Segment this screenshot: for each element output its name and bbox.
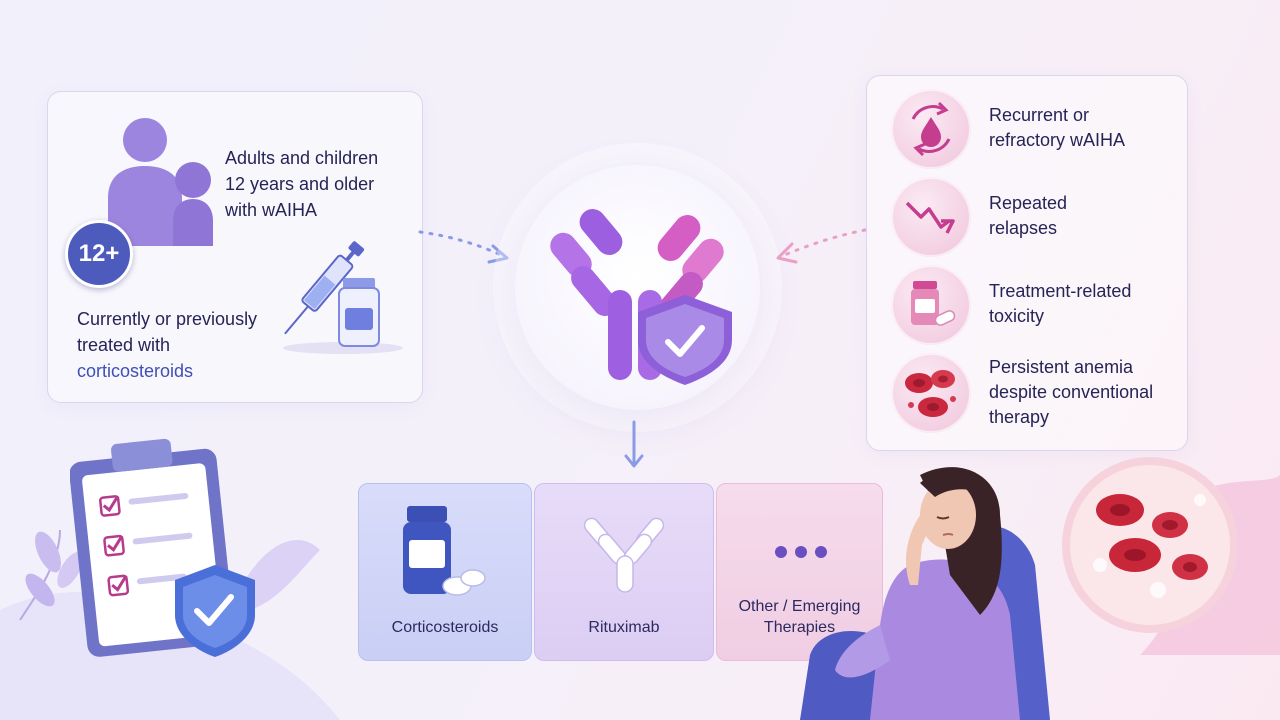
antibody-icon [583, 517, 665, 593]
indication-icon-circle [891, 89, 971, 169]
red-blood-cells-icon [905, 370, 956, 417]
downward-trend-icon [905, 201, 955, 234]
syringe-vial-icon [283, 241, 403, 354]
therapy-piece-corticosteroids: Corticosteroids [358, 483, 532, 661]
therapy-label: Rituximab [588, 619, 660, 636]
indication-item: Treatment-related toxicity [891, 265, 1181, 345]
antibody-shield-icon [550, 209, 732, 385]
arrow-eligibility-to-hub [418, 230, 509, 264]
treatment-text: Currently or previously treated with cor… [77, 306, 257, 384]
therapy-label-line: Therapies [763, 619, 836, 636]
ellipsis-icon [775, 546, 827, 558]
patient-group-icon [108, 118, 213, 246]
indication-icon-circle [891, 177, 971, 257]
indication-item: Recurrent or refractory wAIHA [891, 89, 1181, 169]
therapy-piece-rituximab: Rituximab [534, 483, 714, 661]
checklist-clipboard-icon [70, 438, 255, 657]
indication-label-line: toxicity [989, 306, 1045, 326]
treatment-line: Currently or previously [77, 309, 258, 329]
medicine-bottle-icon [911, 281, 956, 326]
age-badge: 12+ [65, 220, 133, 288]
indication-label-line: Treatment-related [989, 281, 1132, 301]
treatment-line: treated with [77, 335, 171, 355]
indication-label-line: refractory wAIHA [989, 130, 1126, 150]
population-line: 12 years and older [225, 174, 375, 194]
indication-item: Persistent anemia despite conventional t… [891, 353, 1181, 433]
antibody-hub [515, 165, 760, 410]
population-line: Adults and children [225, 148, 379, 168]
indication-icon-circle [891, 265, 971, 345]
recurrence-cycle-icon [911, 101, 951, 157]
eligibility-card: 12+ Adults and children 12 years and old… [47, 91, 423, 403]
indication-label-line: therapy [989, 407, 1050, 427]
indication-label-line: Recurrent or [989, 105, 1090, 125]
population-text: Adults and children 12 years and older w… [225, 145, 378, 223]
arrow-hub-to-therapies [624, 420, 644, 468]
indication-item: Repeated relapses [891, 177, 1181, 257]
age-badge-text: 12+ [78, 240, 120, 267]
therapy-label: Other / Emerging Therapies [717, 596, 882, 638]
indication-label-line: relapses [989, 218, 1058, 238]
decorative-wave [0, 529, 340, 720]
indication-label-line: despite conventional [989, 382, 1154, 402]
arrow-indications-to-hub [776, 228, 867, 264]
indication-label-line: Persistent anemia [989, 357, 1134, 377]
therapy-label-line: Other / Emerging [738, 598, 861, 615]
indication-icon-circle [891, 353, 971, 433]
treatment-highlight: corticosteroids [77, 361, 194, 381]
therapy-label: Corticosteroids [391, 619, 499, 636]
pill-bottle-icon [403, 506, 486, 596]
indications-card: Recurrent or refractory wAIHA Repeated r… [866, 75, 1188, 451]
fatigued-patient-illustration [800, 467, 1050, 720]
population-line: with wAIHA [225, 200, 318, 220]
red-blood-cell-bubble [1062, 457, 1280, 655]
indication-label-line: Repeated [989, 193, 1068, 213]
